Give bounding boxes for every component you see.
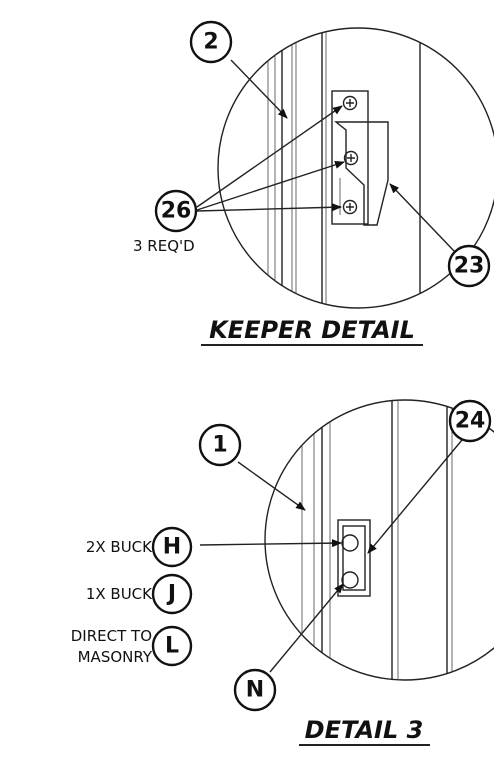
- leader-2: [230, 59, 288, 119]
- keeper-detail-circle: [217, 27, 494, 309]
- callout-L: L: [151, 625, 193, 667]
- svg-text:H: H: [163, 535, 181, 560]
- callout-H: H: [151, 526, 193, 568]
- svg-text:2: 2: [203, 30, 218, 55]
- detail-3-bracket: [337, 519, 371, 597]
- svg-text:24: 24: [455, 409, 486, 434]
- callout-1: 1: [198, 423, 242, 467]
- label-2x-buck: 2X BUCK: [86, 538, 153, 556]
- leader-24: [367, 439, 463, 554]
- callout-2: 2: [189, 20, 233, 64]
- detail-3-circle: [264, 399, 494, 681]
- detail-3: 1 24 H J L N 2X BUCK 1X BUCK DIRECT TO M…: [71, 399, 494, 746]
- leader-26-b: [196, 160, 345, 211]
- callout-23: 23: [447, 244, 491, 288]
- keeper-detail-title: KEEPER DETAIL: [209, 316, 415, 344]
- label-masonry: MASONRY: [78, 648, 153, 666]
- leader-N: [269, 583, 344, 673]
- leader-23: [389, 183, 456, 253]
- callout-24: 24: [448, 399, 492, 443]
- label-direct-to: DIRECT TO: [71, 627, 152, 645]
- keeper-hardware: [331, 90, 389, 226]
- leader-26-a: [196, 105, 343, 208]
- svg-text:N: N: [246, 678, 264, 703]
- label-1x-buck: 1X BUCK: [86, 585, 153, 603]
- svg-text:J: J: [166, 582, 176, 607]
- svg-text:26: 26: [161, 199, 192, 224]
- leader-1: [237, 461, 306, 511]
- keeper-frame-lines: [267, 28, 421, 308]
- callout-J: J: [151, 573, 193, 615]
- leader-H: [199, 539, 342, 548]
- callout-26: 26: [154, 189, 198, 233]
- keeper-detail: 2 26 3 REQ'D 23 KEEPER DETAIL: [133, 20, 494, 346]
- callout-N: N: [233, 668, 277, 712]
- svg-text:23: 23: [454, 254, 485, 279]
- detail-3-frame-lines: [301, 400, 453, 680]
- req-note: 3 REQ'D: [133, 237, 195, 255]
- detail-3-title: DETAIL 3: [305, 716, 424, 744]
- svg-text:L: L: [165, 634, 179, 659]
- svg-text:1: 1: [212, 433, 227, 458]
- leader-26-c: [196, 203, 342, 212]
